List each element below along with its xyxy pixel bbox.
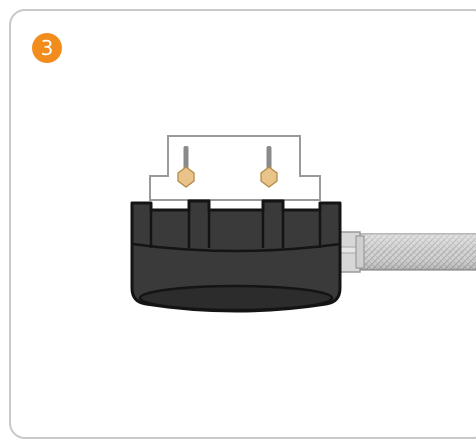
installation-illustration xyxy=(130,135,476,313)
hex-bolt-icon xyxy=(260,146,278,188)
filter-head-icon xyxy=(130,199,342,313)
step-number-badge: 3 xyxy=(32,33,62,63)
hex-bolt-icon xyxy=(177,146,195,188)
hose-fitting-icon xyxy=(337,231,365,273)
mounting-bracket-icon xyxy=(149,135,321,201)
braided-hose-icon xyxy=(359,233,476,271)
